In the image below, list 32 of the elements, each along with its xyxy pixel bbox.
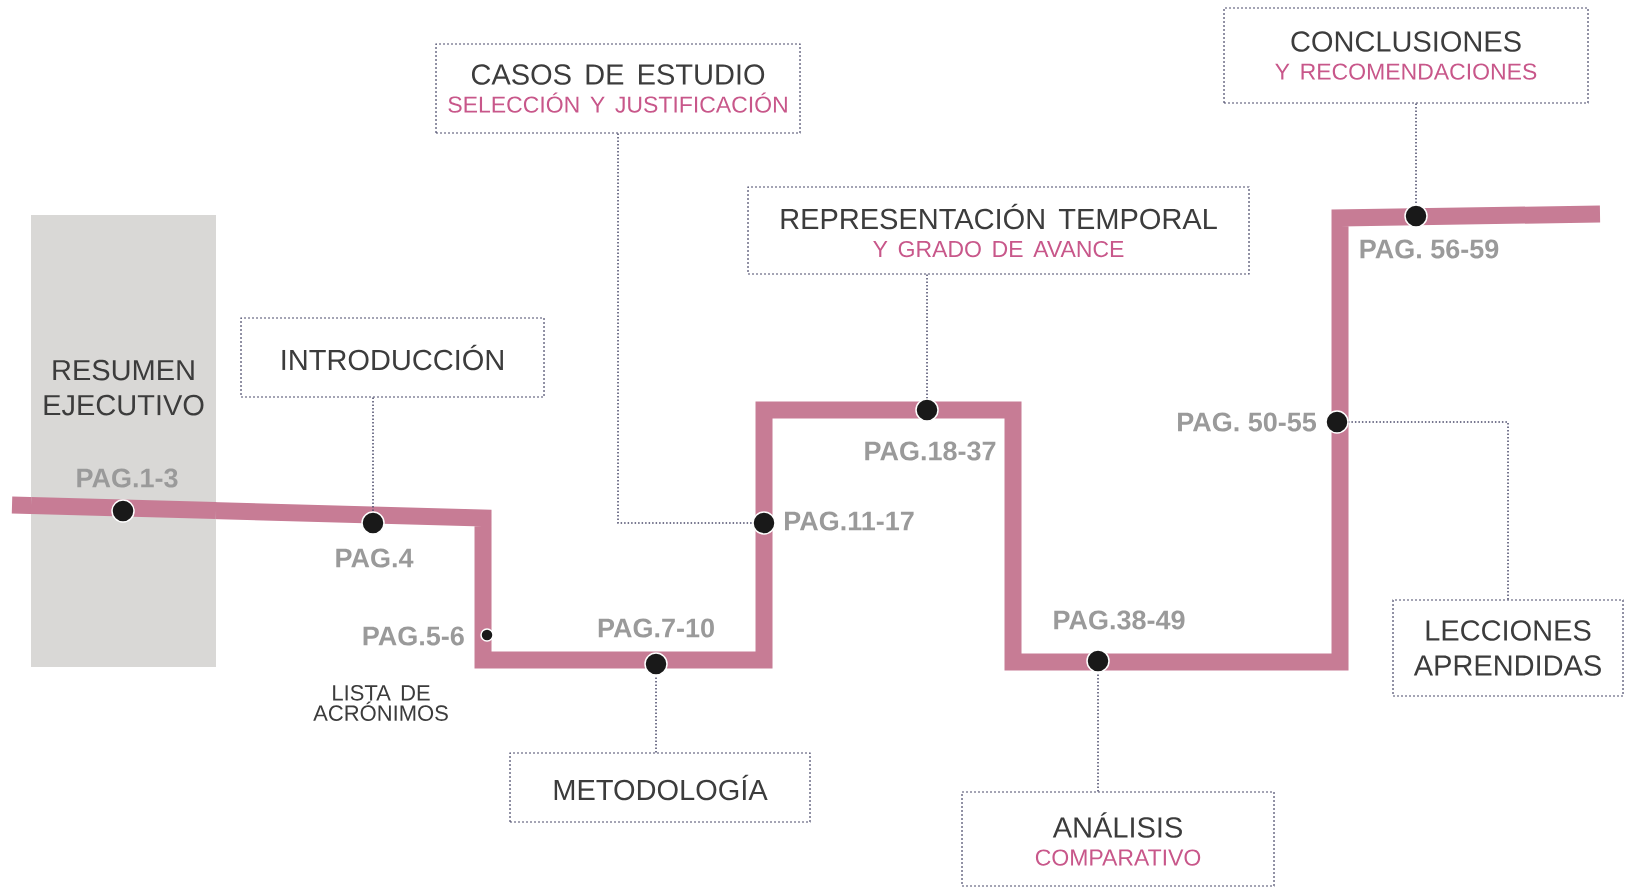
section-box: CASOS DE ESTUDIO SELECCIÓN Y JUSTIFICACIÓN [435, 43, 801, 134]
section-box: ANÁLISIS COMPARATIVO [961, 791, 1275, 887]
leader-line [617, 132, 753, 524]
leader-line [1097, 672, 1099, 793]
leader-line [1415, 102, 1417, 205]
leader-line [926, 273, 928, 399]
leader-line [1348, 421, 1509, 601]
page-label: PAG.18-37 [865, 441, 996, 461]
page-dot [1086, 649, 1110, 673]
page-label: PAG.4 [336, 548, 414, 568]
page-label: PAG. 56-59 [1360, 239, 1499, 259]
section-box: REPRESENTACIÓN TEMPORAL Y GRADO DE AVANCE [747, 186, 1250, 275]
page-dot [752, 511, 776, 535]
page-dot [644, 652, 668, 676]
page-label: PAG.11-17 [785, 511, 914, 531]
page-dot [1404, 204, 1428, 228]
page-label: PAG. 50-55 [1178, 412, 1317, 432]
section-box: METODOLOGÍA [509, 752, 811, 823]
page-dot [111, 499, 135, 523]
page-dot [361, 511, 385, 535]
section-box: LECCIONES APRENDIDAS [1392, 599, 1624, 697]
page-label: PAG.5-6 [363, 626, 464, 646]
page-dot [1325, 410, 1349, 434]
note-text: LISTA DE ACRÓNIMOS [313, 685, 448, 721]
page-dot [915, 398, 939, 422]
page-label: PAG.7-10 [598, 618, 714, 638]
section-box: CONCLUSIONES Y RECOMENDACIONES [1223, 7, 1589, 104]
leader-line [372, 396, 374, 512]
leader-line [655, 675, 657, 754]
section-box: INTRODUCCIÓN [240, 317, 545, 398]
page-label: PAG.38-49 [1054, 610, 1185, 630]
page-label: PAG.1-3 [77, 468, 178, 488]
